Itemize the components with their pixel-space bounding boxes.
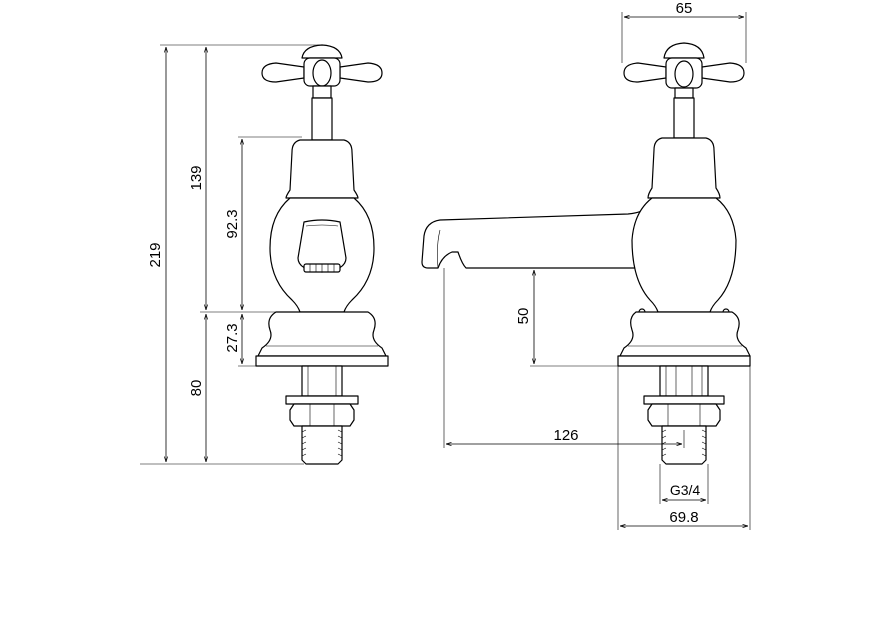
front-shank-and-nut bbox=[643, 365, 725, 465]
front-base-flange bbox=[617, 311, 751, 367]
side-base-flange bbox=[255, 311, 389, 367]
front-spout bbox=[421, 197, 657, 269]
dim-label-handle-width: 65 bbox=[676, 0, 693, 17]
front-view: 65 50 126 G3/4 69.8 bbox=[421, 0, 751, 530]
dim-label-spout-height: 50 bbox=[515, 308, 532, 325]
side-view: 219 139 80 92.3 27.3 bbox=[140, 44, 389, 465]
dim-label-handle-height: 139 bbox=[188, 165, 205, 190]
front-spindle bbox=[673, 97, 695, 139]
side-spindle bbox=[311, 97, 333, 141]
dim-label-body-height: 92.3 bbox=[224, 209, 241, 238]
dim-label-overall-height: 219 bbox=[147, 242, 164, 267]
dim-label-shank-length: 80 bbox=[188, 380, 205, 397]
front-bell-body bbox=[631, 137, 737, 316]
front-crosshead-handle bbox=[623, 42, 745, 99]
side-crosshead-handle bbox=[261, 44, 383, 99]
dim-label-thread-size: G3/4 bbox=[670, 482, 701, 498]
side-bell-body bbox=[269, 139, 375, 313]
dim-label-base-height: 27.3 bbox=[224, 323, 241, 352]
side-shank-and-nut bbox=[285, 365, 359, 465]
dim-label-base-diameter: 69.8 bbox=[669, 509, 698, 526]
dim-label-spout-reach: 126 bbox=[553, 427, 578, 444]
